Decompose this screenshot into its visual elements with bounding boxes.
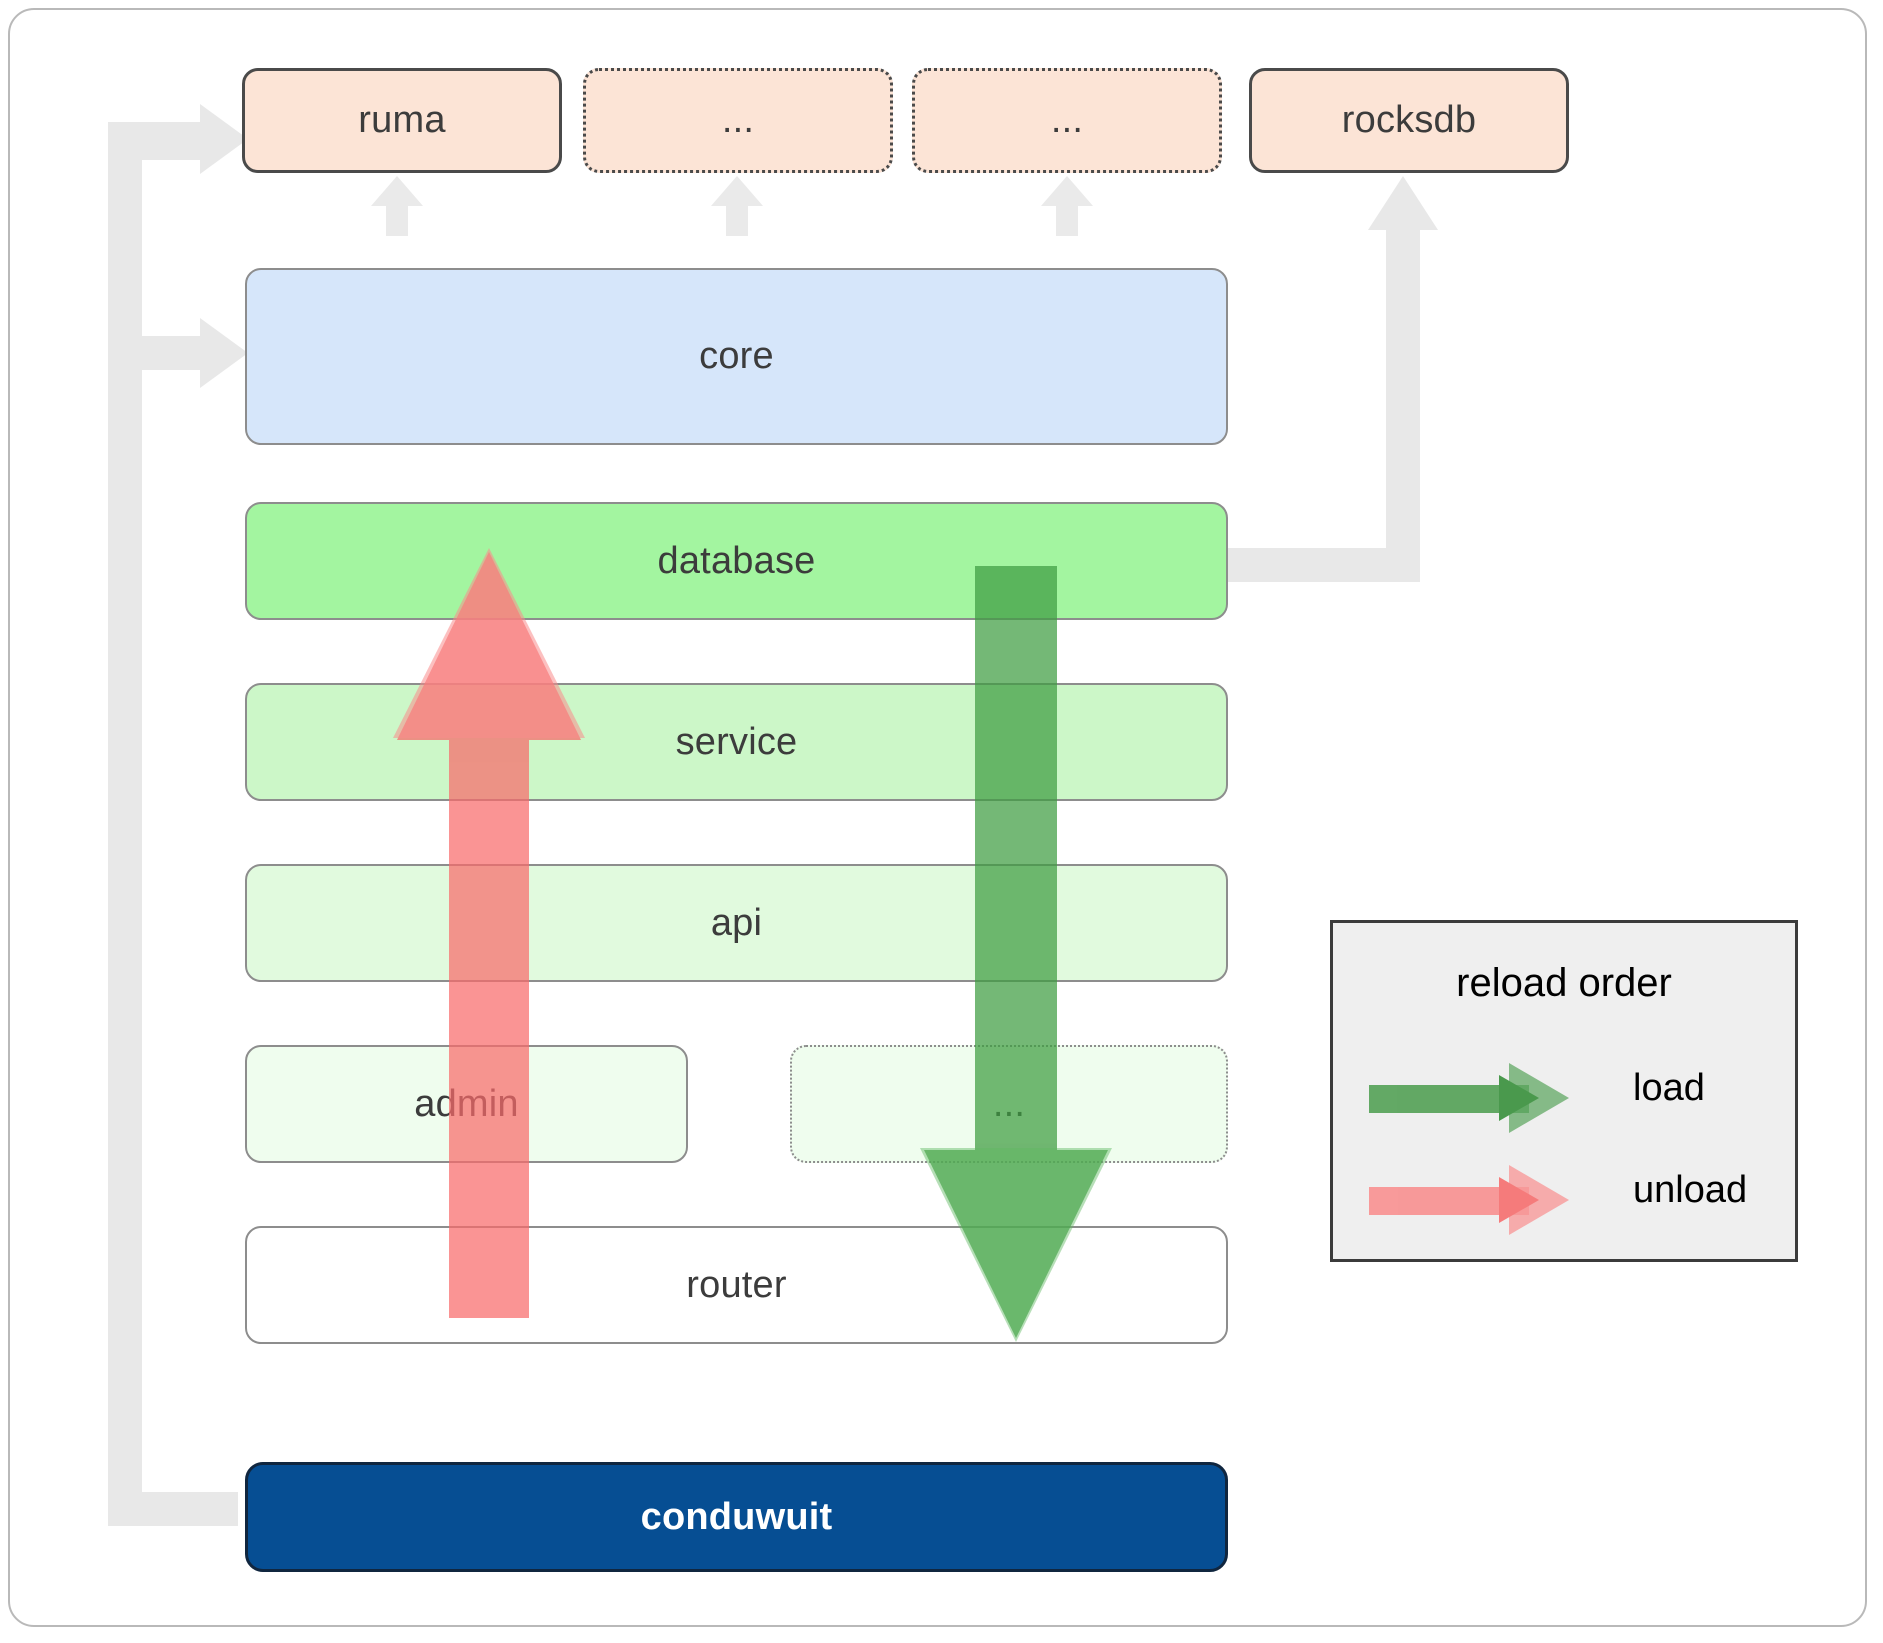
unload-legend-arrow-icon bbox=[1369, 1165, 1569, 1235]
crate-label: rocksdb bbox=[1341, 99, 1477, 141]
legend-row-load: load bbox=[1333, 1053, 1795, 1143]
layer-box-placeholder[interactable]: ... bbox=[790, 1045, 1228, 1163]
crate-box-ruma[interactable]: ruma bbox=[242, 68, 562, 173]
layer-label: core bbox=[699, 335, 774, 377]
crate-label: ... bbox=[1050, 99, 1084, 141]
root-box-conduwuit[interactable]: conduwuit bbox=[245, 1462, 1228, 1572]
diagram-frame bbox=[8, 8, 1867, 1627]
layer-label: ... bbox=[992, 1082, 1026, 1125]
layer-label: api bbox=[710, 901, 763, 944]
legend-row-unload: unload bbox=[1333, 1155, 1795, 1245]
layer-box-router[interactable]: router bbox=[245, 1226, 1228, 1344]
legend-title: reload order bbox=[1456, 961, 1672, 1005]
layer-box-database[interactable]: database bbox=[245, 502, 1228, 620]
layer-box-service[interactable]: service bbox=[245, 683, 1228, 801]
crate-label: ruma bbox=[358, 99, 446, 141]
legend-label-unload: unload bbox=[1633, 1169, 1748, 1211]
layer-box-api[interactable]: api bbox=[245, 864, 1228, 982]
root-label: conduwuit bbox=[640, 1495, 833, 1538]
layer-label: service bbox=[675, 720, 798, 763]
crate-box-placeholder-2[interactable]: ... bbox=[912, 68, 1222, 173]
layer-label: database bbox=[657, 539, 816, 582]
crate-box-placeholder-1[interactable]: ... bbox=[583, 68, 893, 173]
load-legend-arrow-icon bbox=[1369, 1063, 1569, 1133]
layer-box-core[interactable]: core bbox=[245, 268, 1228, 445]
crate-box-rocksdb[interactable]: rocksdb bbox=[1249, 68, 1569, 173]
layer-label: router bbox=[686, 1263, 787, 1306]
layer-box-admin[interactable]: admin bbox=[245, 1045, 688, 1163]
legend-label-load: load bbox=[1633, 1067, 1705, 1109]
crate-label: ... bbox=[721, 99, 755, 141]
legend-panel: reload order load unload bbox=[1330, 920, 1798, 1262]
layer-label: admin bbox=[414, 1082, 519, 1125]
